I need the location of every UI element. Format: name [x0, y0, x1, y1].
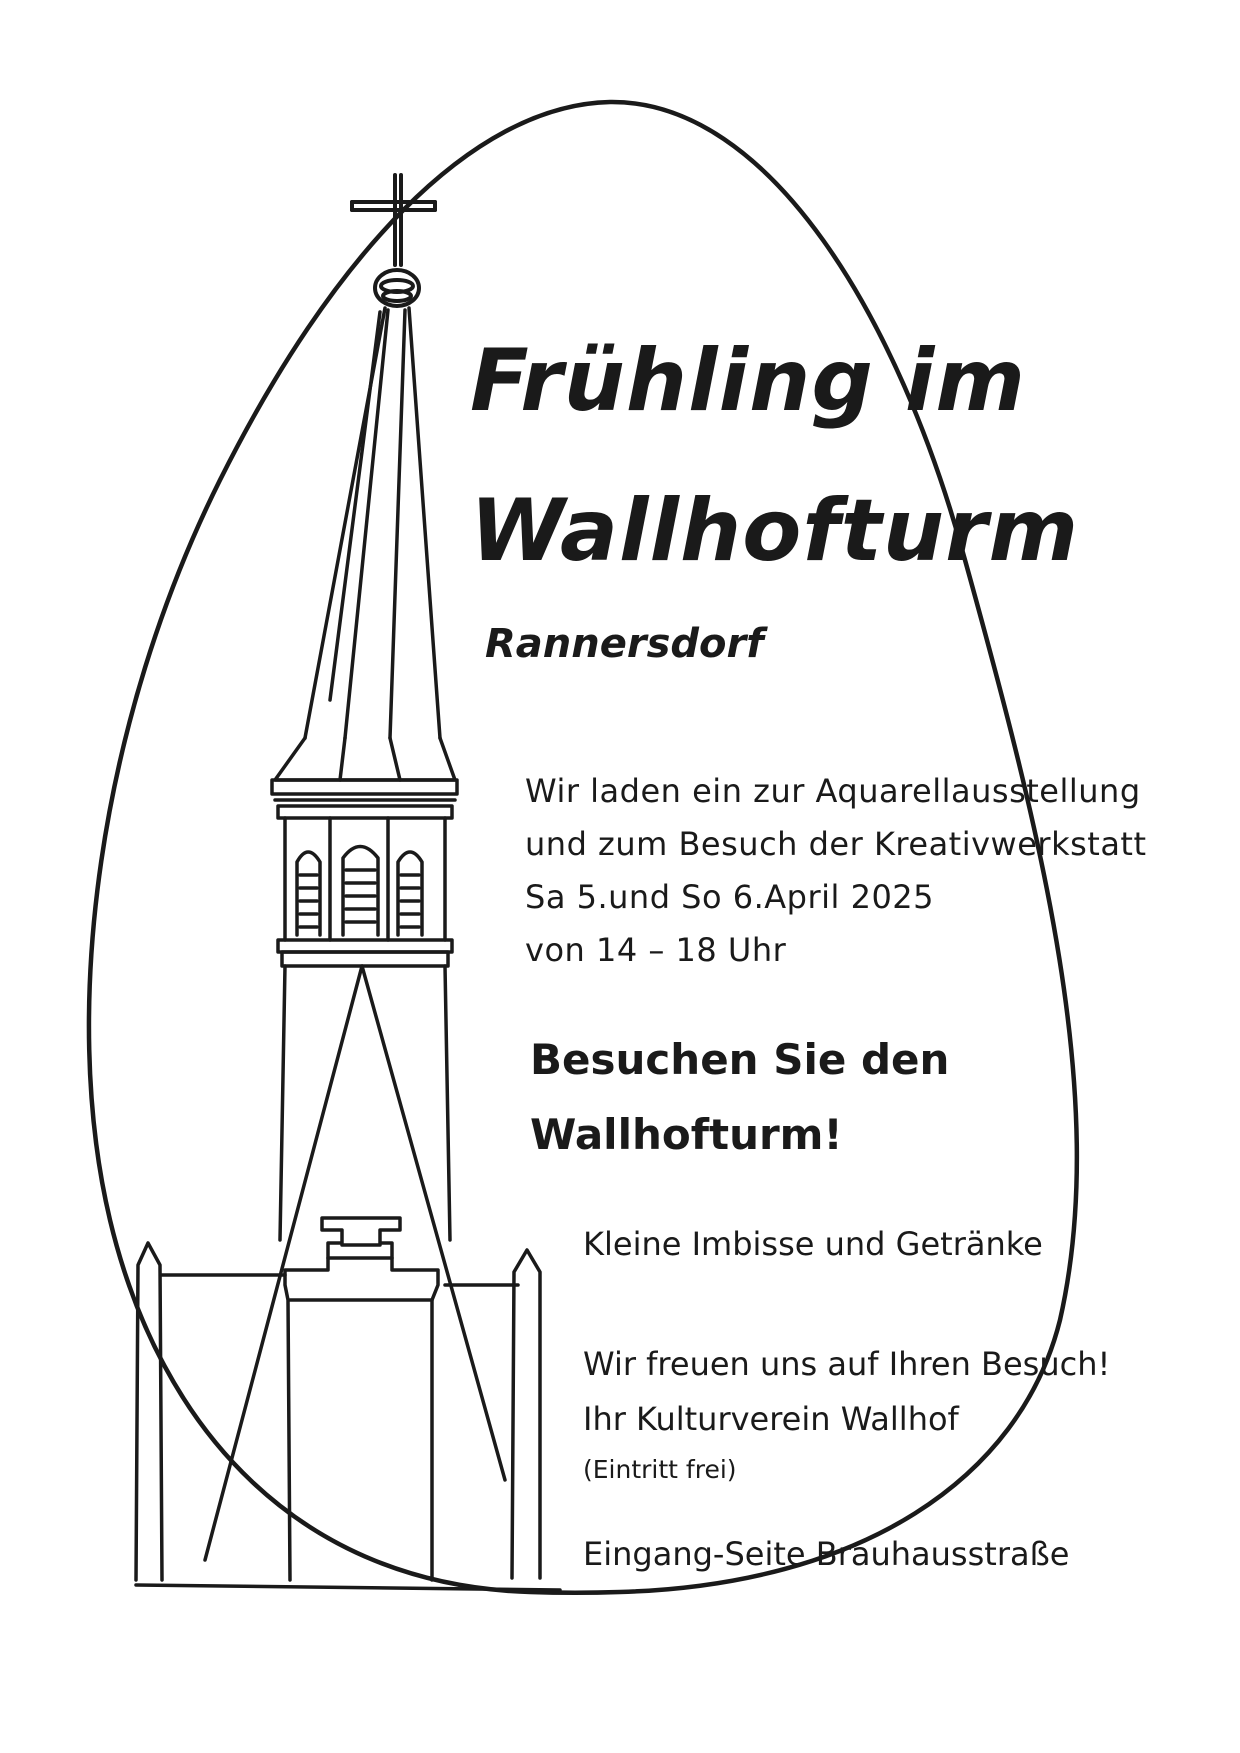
poster-title-line1: Frühling im [470, 331, 1026, 431]
entrance-note: Eingang-Seite Brauhausstraße [583, 1535, 1070, 1573]
visit-heading-line1: Besuchen Sie den [530, 1035, 950, 1084]
organizer-name: Ihr Kulturverein Wallhof [583, 1400, 959, 1438]
event-dates: Sa 5.und So 6.April 2025 [525, 878, 935, 916]
church-tower-drawing [134, 306, 562, 1592]
invitation-line: und zum Besuch der Kreativwerkstatt [525, 825, 1147, 863]
greeting-line1: Wir freuen uns auf Ihren Besuch! [583, 1345, 1111, 1383]
event-times: von 14 – 18 Uhr [525, 931, 787, 969]
visit-heading-line2: Wallhofturm! [530, 1110, 843, 1159]
admission-note: (Eintritt frei) [583, 1455, 737, 1484]
cross-icon [350, 173, 437, 308]
poster-title-line2: Wallhofturm [470, 481, 1080, 581]
refreshments-note: Kleine Imbisse und Getränke [583, 1225, 1043, 1263]
egg-outline-shape [86, 99, 1080, 1595]
invitation-line: Wir laden ein zur Aquarellausstellung [525, 772, 1141, 810]
poster-subtitle: Rannersdorf [485, 621, 764, 667]
